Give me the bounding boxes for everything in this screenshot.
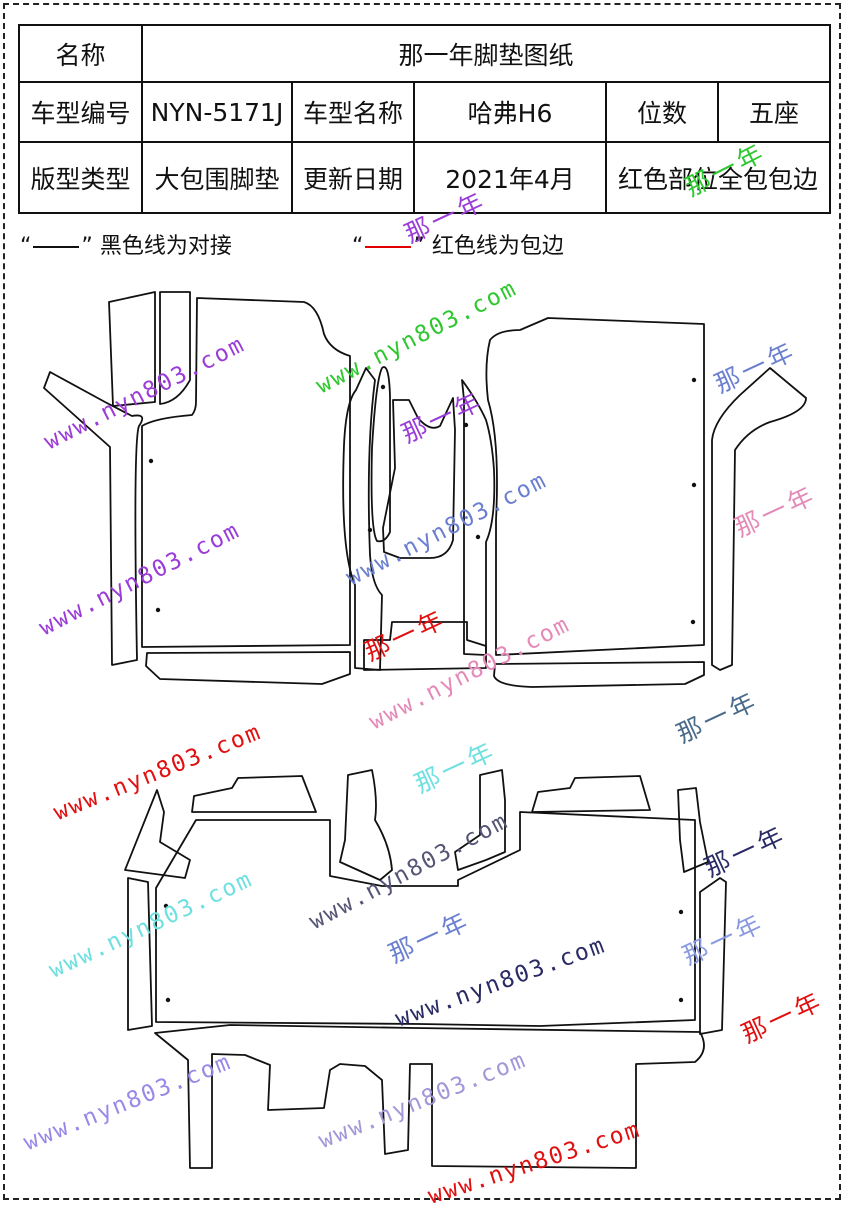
mat-piece: [260, 1054, 330, 1108]
mat-piece: [699, 877, 727, 1035]
table-row: 版型类型 大包围脚垫 更新日期 2021年4月 红色部位全包包边: [18, 141, 832, 214]
mat-piece: [154, 1024, 705, 1169]
table-row: 名称 那一年脚垫图纸: [18, 24, 832, 83]
mat-piece: [461, 379, 496, 656]
table-row: 车型编号 NYN-5171J 车型名称 哈弗H6 位数 五座: [18, 81, 832, 143]
mat-piece: [485, 317, 705, 656]
model-name-value: 哈弗H6: [413, 81, 607, 143]
model-code-label: 车型编号: [18, 81, 143, 143]
doc-title: 那一年脚垫图纸: [140, 24, 832, 83]
hole-markers: [148, 377, 697, 1003]
legend-quote: ”: [413, 234, 425, 259]
mat-piece: [155, 811, 696, 1027]
mat-piece: [159, 291, 191, 405]
mat-piece: [493, 661, 705, 688]
legend-quote: ”: [81, 234, 93, 259]
edge-note: 红色部位全包包边: [604, 141, 832, 214]
update-date-label: 更新日期: [291, 141, 415, 214]
legend-red: “ ” 红色线为包边: [352, 228, 564, 260]
mat-piece: [370, 366, 391, 543]
mat-piece: [382, 397, 456, 559]
red-line-sample: [365, 246, 412, 248]
mat-piece: [531, 775, 651, 813]
pattern-type-label: 版型类型: [18, 141, 143, 214]
mat-piece: [342, 367, 383, 671]
mat-piece: [454, 769, 506, 871]
model-name-label: 车型名称: [291, 81, 415, 143]
mat-piece: [145, 651, 351, 685]
mat-piece: [124, 789, 191, 879]
pattern-type-value: 大包围脚垫: [141, 141, 293, 214]
mat-piece: [363, 621, 487, 671]
mat-piece: [677, 787, 709, 873]
legend-black: “ ” 黑色线为对接: [20, 228, 232, 260]
legend-quote: “: [352, 234, 364, 259]
update-date-value: 2021年4月: [413, 141, 607, 214]
name-label: 名称: [18, 24, 143, 83]
seats-label: 位数: [605, 81, 719, 143]
mat-piece: [43, 371, 144, 666]
mat-piece: [711, 367, 807, 671]
spec-table: 名称 那一年脚垫图纸 车型编号 NYN-5171J 车型名称 哈弗H6 位数 五…: [18, 24, 832, 214]
mat-piece: [339, 769, 393, 881]
seats-value: 五座: [716, 81, 832, 143]
page-border: [3, 3, 841, 1200]
mat-piece: [191, 775, 317, 813]
legend-quote: “: [20, 234, 32, 259]
mat-piece: [108, 291, 156, 407]
mat-piece: [141, 297, 351, 648]
legend-red-text: 红色线为包边: [431, 234, 564, 259]
legend-black-text: 黑色线为对接: [99, 234, 232, 259]
black-line-sample: [33, 246, 80, 248]
model-code-value: NYN-5171J: [141, 81, 293, 143]
mat-piece: [127, 877, 153, 1031]
